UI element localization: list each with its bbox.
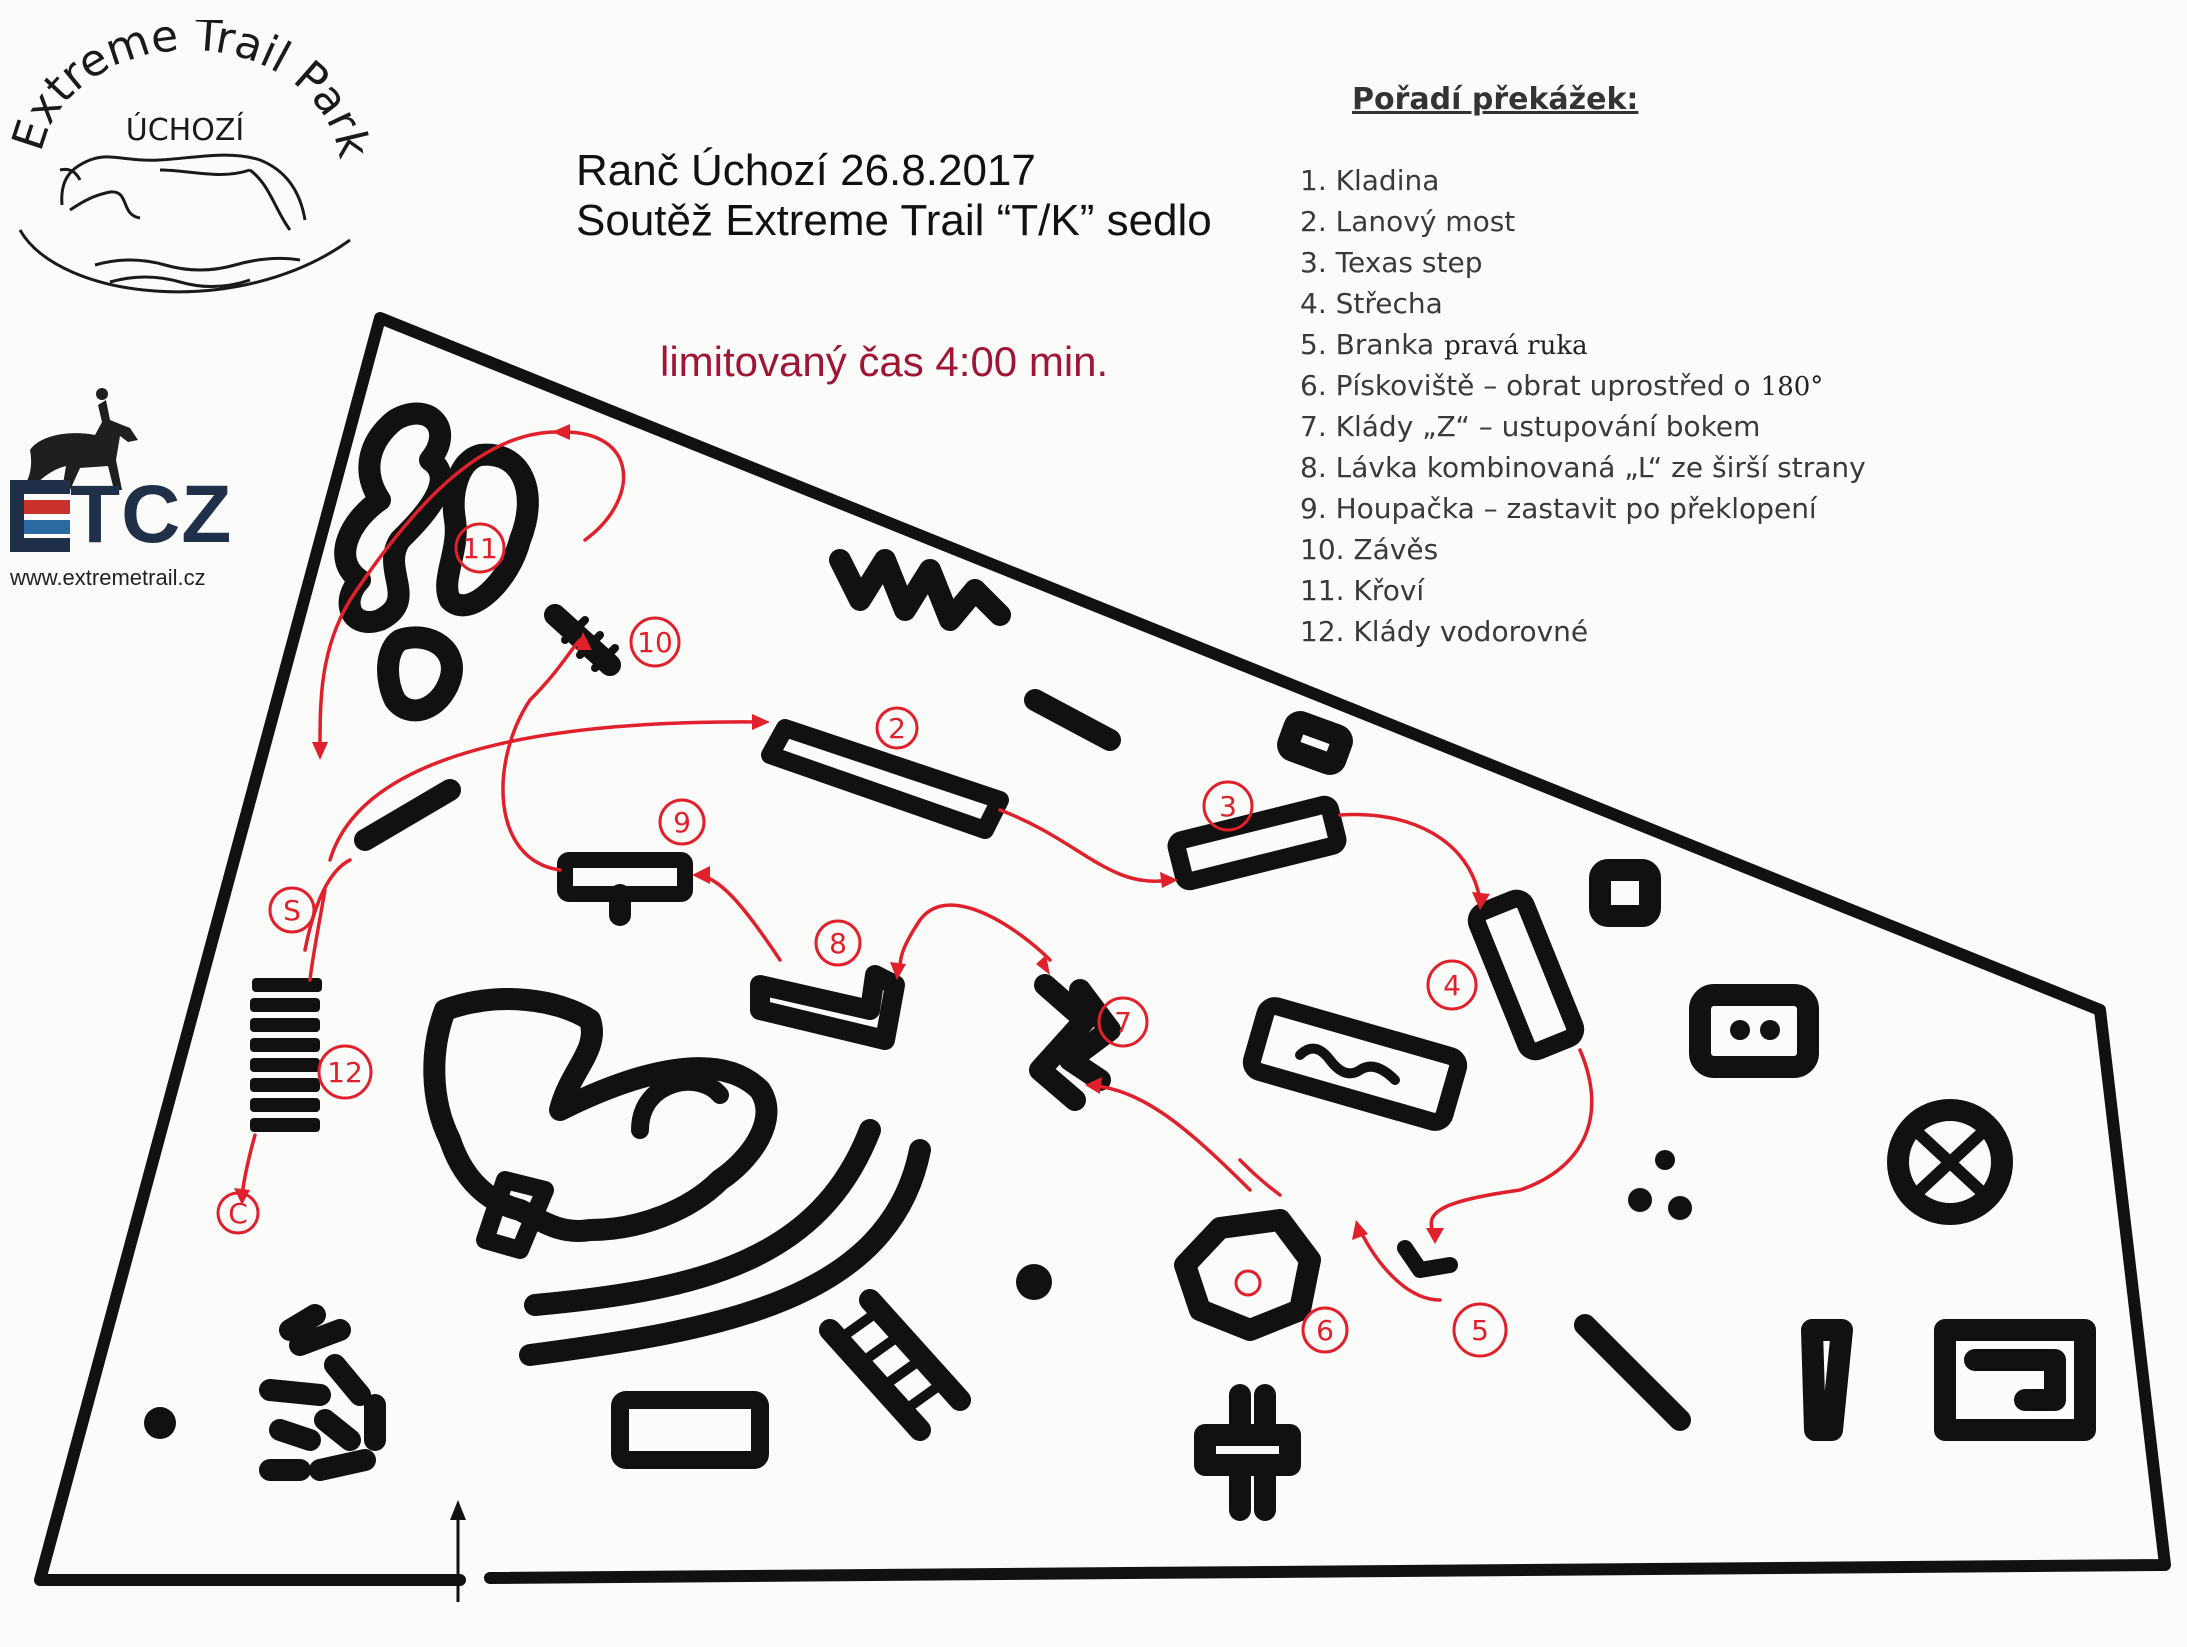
obstacle-list-item: 10. Závěs <box>1300 529 1866 570</box>
obstacle-list-item: 12. Klády vodorovné <box>1300 611 1866 652</box>
curve-obstacle-outer <box>524 1119 881 1316</box>
tcz-text: TCZ <box>70 469 233 560</box>
obstacle-list-item: 5. Branka pravá ruka <box>1300 324 1866 365</box>
entrance-arrow-icon <box>450 1500 466 1602</box>
obstacle-list-item: 3. Texas step <box>1300 242 1866 283</box>
cluster-obstacle <box>259 1304 386 1481</box>
dash-obstacle <box>1024 689 1121 751</box>
obstacle-7-z-logs-b <box>1059 979 1121 1091</box>
marker-9: 9 <box>673 806 691 839</box>
tcz-mark <box>10 480 70 552</box>
obstacle-list-item: 8. Lávka kombinovaná „L“ ze širší strany <box>1300 447 1866 488</box>
obstacles <box>259 402 2096 1521</box>
obstacle-label: 11. Křoví <box>1300 574 1425 607</box>
round-obstacle <box>1887 1099 2013 1225</box>
marker-6: 6 <box>1316 1314 1334 1347</box>
obstacle-3-texas-step <box>1167 795 1347 891</box>
obstacle-list-item: 1. Kladina <box>1300 160 1866 201</box>
marker-10: 10 <box>637 626 673 659</box>
obstacle-list-heading: Pořadí překážek: <box>1352 82 1639 117</box>
marker-2: 2 <box>888 712 906 745</box>
marker-4: 4 <box>1443 969 1461 1002</box>
loop-inner <box>631 1072 729 1139</box>
obstacle-label: 8. Lávka kombinovaná „L“ ze širší strany <box>1300 451 1866 484</box>
obstacle-label: 2. Lanový most <box>1300 205 1516 238</box>
title-ranch-date: Ranč Úchozí 26.8.2017 <box>576 146 1036 195</box>
obstacle-list-item: 6. Pískoviště – obrat uprostřed o 180° <box>1300 365 1866 406</box>
maze-obstacle <box>1934 1319 2096 1441</box>
bench-obstacle <box>611 1391 769 1469</box>
square-obstacle <box>1589 859 1661 927</box>
obstacle-list: 1. Kladina 2. Lanový most 3. Texas step 4. … <box>1300 160 1866 652</box>
marker-3: 3 <box>1219 790 1237 823</box>
logo-waves-icon <box>18 229 351 294</box>
obstacle-label: 6. Pískoviště – obrat uprostřed o <box>1300 369 1751 402</box>
pivot-obstacle <box>1194 1384 1301 1521</box>
obstacle-11-bushes-b <box>436 443 539 617</box>
obstacle-list-item: 9. Houpačka – zastavit po překlopení <box>1300 488 1866 529</box>
tall-post-obstacle <box>1801 1319 1853 1441</box>
obstacle-2-rope-bridge <box>761 719 1009 839</box>
route-arrowheads <box>234 424 1490 1244</box>
obstacle-list-item: 11. Křoví <box>1300 570 1866 611</box>
obstacle-label: 7. Klády „Z“ – ustupování bokem <box>1300 410 1761 443</box>
ladder-obstacle <box>819 1289 971 1441</box>
obstacle-12-horizontal-logs <box>250 978 322 1132</box>
obstacle-list-item: 2. Lanový most <box>1300 201 1866 242</box>
obstacle-label: 1. Kladina <box>1300 164 1440 197</box>
marker-8: 8 <box>829 927 847 960</box>
zigzag-obstacle <box>829 549 1011 631</box>
marker-12: 12 <box>327 1056 363 1089</box>
start-marker: S <box>283 894 301 927</box>
horse-logo-icon <box>59 153 307 231</box>
arena-boundary <box>34 312 2171 1586</box>
obstacle-8-l-bridge <box>750 965 905 1050</box>
loop-rect <box>476 1171 554 1259</box>
obstacle-list-item: 4. Střecha <box>1300 283 1866 324</box>
title-competition: Soutěž Extreme Trail “T/K” sedlo <box>576 196 1212 245</box>
extreme-trail-park-logo: Extreme Trail Park ÚCHOZÍ <box>0 10 380 310</box>
marker-5: 5 <box>1471 1314 1489 1347</box>
obstacle-list-item: 7. Klády „Z“ – ustupování bokem <box>1300 406 1866 447</box>
dot-obstacles <box>144 1020 1780 1439</box>
route-marker-labels: S 11 10 2 3 4 5 6 7 8 9 12 C <box>228 532 1489 1347</box>
website-link[interactable]: www.extremetrail.cz <box>10 565 206 590</box>
obstacle-7-z-logs <box>1029 974 1096 1111</box>
obstacle-4-roof <box>1467 889 1585 1061</box>
finish-marker: C <box>228 1197 248 1230</box>
obstacle-label: 4. Střecha <box>1300 287 1443 320</box>
small-box-obstacle <box>1277 711 1353 775</box>
logo-place: ÚCHOZÍ <box>126 111 244 148</box>
obstacle-label: 12. Klády vodorovné <box>1300 615 1589 648</box>
obstacle-1-log <box>354 779 461 851</box>
tcz-logo: TCZ www.extremetrail.cz <box>0 380 300 610</box>
rider-horse-icon <box>24 388 138 490</box>
route-path <box>240 430 1594 1302</box>
obstacle-11-bushes <box>334 402 452 633</box>
logo-graphic: Extreme Trail Park ÚCHOZÍ <box>3 10 379 294</box>
obstacle-note: 180° <box>1760 372 1824 402</box>
slanted-post-obstacle <box>1574 1314 1691 1431</box>
obstacle-label: 5. Branka <box>1300 328 1435 361</box>
curve-obstacle-inner <box>519 1139 931 1366</box>
route-markers <box>216 522 1508 1358</box>
obstacle-5-gate <box>1397 1240 1458 1278</box>
obstacle-6-sandpit <box>1174 1209 1321 1341</box>
right-box-obstacle <box>1689 984 1819 1078</box>
marker-7: 7 <box>1114 1006 1132 1039</box>
obstacle-note: pravá ruka <box>1444 331 1588 361</box>
obstacle-label: 3. Texas step <box>1300 246 1483 279</box>
large-loop-obstacle <box>423 988 778 1242</box>
obstacle-label: 9. Houpačka – zastavit po překlopení <box>1300 492 1817 525</box>
wavy-box-obstacle <box>1242 997 1468 1131</box>
time-limit: limitovaný čas 4:00 min. <box>660 338 1109 385</box>
marker-11: 11 <box>462 532 498 565</box>
obstacle-label: 10. Závěs <box>1300 533 1439 566</box>
obstacle-11-bushes-c <box>377 626 463 722</box>
